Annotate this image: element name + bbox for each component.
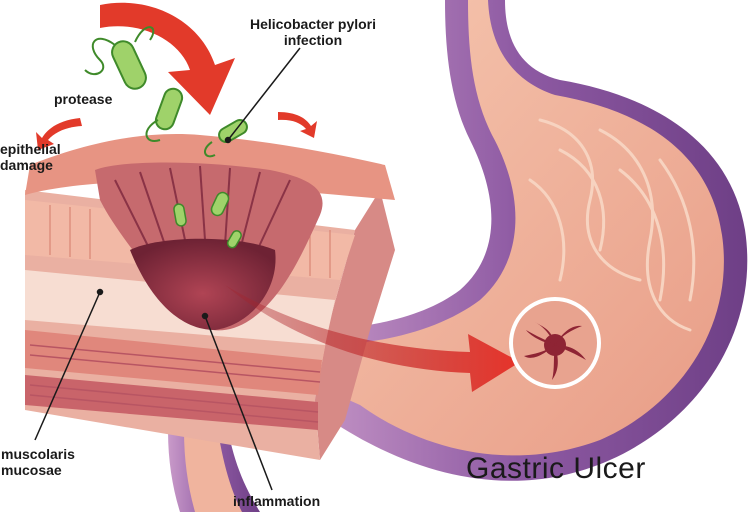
label-protease: protease (54, 91, 112, 107)
label-helicobacter-pylori: Helicobacter pylori infection (238, 16, 388, 48)
ulcer-highlight (509, 297, 601, 389)
protease-arrow-right (278, 112, 317, 138)
label-hp-line2: infection (283, 32, 343, 48)
diagram-title: Gastric Ulcer (466, 452, 646, 485)
label-protease-text: protease (54, 91, 113, 107)
label-inflammation-text: inflammation (233, 493, 321, 509)
muscle-band-2 (25, 375, 318, 430)
ulcer-lesion (524, 322, 586, 380)
label-epithelial-line1: epithelial (0, 141, 61, 157)
label-hp-line1: Helicobacter pylori (249, 16, 377, 32)
ulcer-base (130, 238, 276, 330)
stomach-fold (598, 128, 692, 332)
label-epithelial-damage: epithelial damage (0, 141, 61, 173)
stomach-lining (315, 0, 724, 456)
muscle-fibers (29, 344, 321, 423)
leader-muscularis-dot (96, 288, 104, 296)
tissue-side-face (315, 190, 395, 460)
bacterium (173, 191, 242, 249)
label-epithelial-line2: damage (0, 157, 53, 173)
leader-hp-dot (224, 136, 232, 144)
bacterium (145, 87, 184, 142)
stomach-folds (528, 118, 696, 332)
stomach-fold (538, 118, 642, 282)
label-muscularis-line2: mucosae (1, 462, 62, 478)
location-arrow (225, 285, 520, 392)
stomach-fold (558, 148, 606, 252)
label-muscularis-line1: muscolaris (1, 446, 75, 462)
label-inflammation: inflammation (233, 493, 320, 509)
tissue-block (25, 134, 395, 460)
infection-arrow (100, 2, 235, 115)
bacterium (84, 26, 155, 90)
label-muscularis-mucosae: muscolaris mucosae (1, 446, 75, 478)
muscle-band (25, 330, 322, 395)
stomach-fold (528, 178, 566, 282)
leader-inflammation (204, 315, 273, 491)
leader-hp (227, 47, 301, 141)
leader-lines (34, 47, 301, 491)
stomach-fold (658, 158, 696, 302)
stomach-fold (618, 168, 666, 302)
bacteria (84, 26, 248, 249)
protease-arrow-left (36, 118, 82, 150)
leader-inflammation-dot (201, 312, 209, 320)
leader-muscularis (34, 291, 101, 441)
